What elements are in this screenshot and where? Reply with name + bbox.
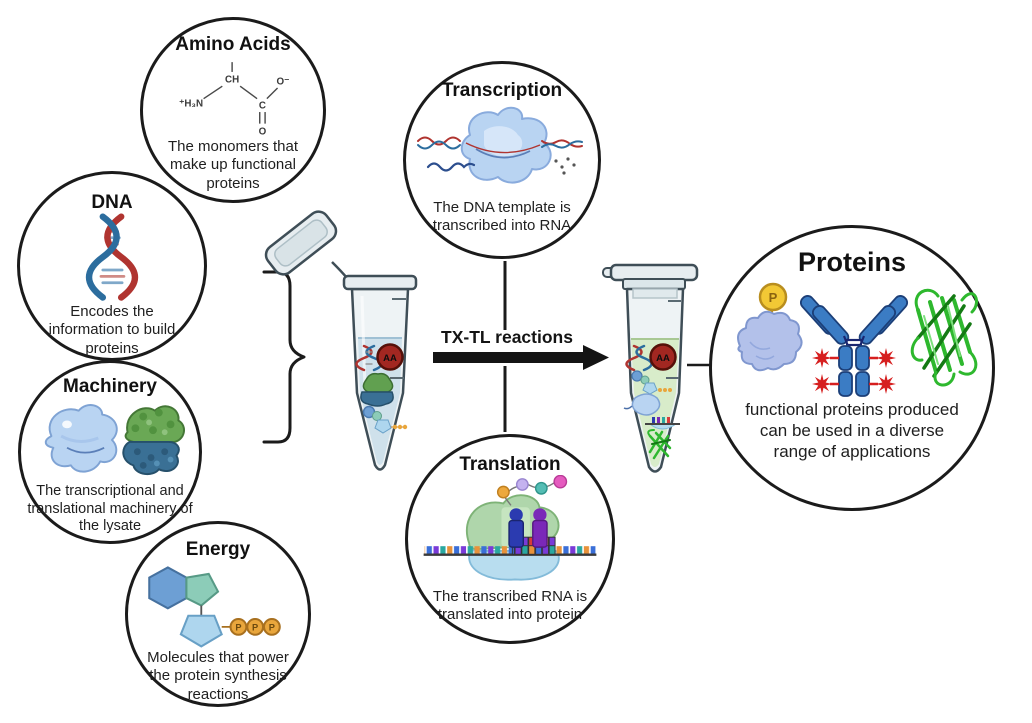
phosphate-label: P [235, 623, 241, 633]
amino-acids-description: The monomers that make up functional pro… [167, 137, 299, 192]
svg-text:AA: AA [383, 353, 397, 364]
fluorescent-label-stars [812, 348, 896, 395]
machinery-title: Machinery [63, 376, 157, 397]
transcription-title: Transcription [441, 80, 563, 101]
arrow-label: TX-TL reactions [441, 327, 573, 347]
proteins-description: functional proteins produced can be used… [745, 400, 959, 461]
amino-acid-badge: AA [649, 343, 677, 371]
mrna-strand [424, 546, 596, 555]
mini-polymerase-icon [623, 393, 661, 416]
proteins-title: Proteins [797, 247, 907, 277]
adenine-pentagon [185, 572, 220, 607]
mini-ribosome-icon [360, 372, 394, 407]
phosphate-label: P [269, 623, 275, 633]
atp-molecule-icon: P P P [148, 566, 281, 648]
peptide-chain [496, 474, 568, 506]
machinery-description: The transcriptional and translational ma… [27, 482, 193, 535]
tube-cap-open [264, 210, 338, 276]
ribose-pentagon [179, 614, 223, 648]
machinery-circle: Machinery The transcriptional and transl… [18, 360, 202, 544]
mini-dna-icon [625, 344, 653, 372]
phosphate-groups: P P P [229, 617, 281, 636]
amine-label: ⁺H₃N [179, 99, 203, 110]
amino-acid-badge: AA [376, 343, 404, 371]
oxide-label: O⁻ [277, 76, 290, 87]
polymerase-ribosome-icon [44, 404, 185, 475]
translation-description: The transcribed RNA is translated into p… [432, 587, 588, 624]
proteins-circle: Proteins P [709, 225, 995, 511]
mini-translation-icon [645, 417, 680, 430]
translation-circle: Translation [405, 434, 615, 644]
tube-cap-closed [609, 263, 699, 282]
adenine-hexagon [148, 566, 188, 610]
mini-atp-icon [631, 370, 672, 395]
ribosome-blob [122, 405, 185, 475]
nucleotide-dots [554, 157, 576, 175]
translation-title: Translation [459, 454, 561, 475]
carboxyl-label: C [259, 100, 266, 111]
ribosome-translation-icon [423, 474, 597, 581]
phospho-tag-label: P [769, 290, 778, 305]
polymerase-blob [44, 404, 118, 473]
rna-polymerase-transcription-icon [417, 106, 583, 184]
energy-description: Molecules that power the protein synthes… [147, 649, 289, 703]
transcription-circle: Transcription The DNA template is transc… [403, 61, 601, 259]
trna-molecules [508, 508, 548, 548]
rna-strand [426, 162, 476, 172]
amino-acid-structure-icon: CH ⁺H₃N C O O⁻ [179, 62, 290, 137]
amino-acids-title: Amino Acids [175, 34, 291, 55]
energy-title: Energy [185, 539, 251, 560]
carbonyl-label: O [259, 126, 267, 137]
phosphate-tag [758, 283, 788, 312]
energy-circle: Energy P P P Molecules that power the pr… [125, 521, 311, 707]
dna-description: Encodes the information to build protein… [48, 303, 176, 357]
amino-acids-circle: Amino Acids CH ⁺H₃N C O O⁻ The monomers … [140, 17, 326, 203]
phospho-protein-icon: P [737, 283, 803, 372]
tube-rim [342, 274, 418, 291]
reaction-arrow [433, 345, 609, 370]
mini-gfp-icon [647, 429, 672, 460]
tube-graduation-marks [666, 300, 681, 379]
curly-brace [262, 270, 306, 444]
methine-label: CH [225, 75, 239, 86]
transcription-description: The DNA template is transcribed into RNA [432, 198, 572, 235]
protein-examples-icons: P [737, 283, 978, 398]
mini-atp-icon [362, 405, 408, 434]
dna-circle: DNA Encodes the information to build pro… [17, 171, 207, 361]
tube-graduation-marks [390, 298, 406, 379]
dna-title: DNA [91, 192, 133, 213]
open-microcentrifuge-tube: AA [264, 210, 418, 471]
phosphate-label: P [252, 623, 258, 633]
antibody-icon [799, 295, 909, 398]
svg-text:AA: AA [656, 353, 670, 364]
dna-helix-icon [85, 213, 139, 301]
gfp-barrel-icon [910, 289, 978, 387]
closed-microcentrifuge-tube: AA [602, 263, 699, 473]
